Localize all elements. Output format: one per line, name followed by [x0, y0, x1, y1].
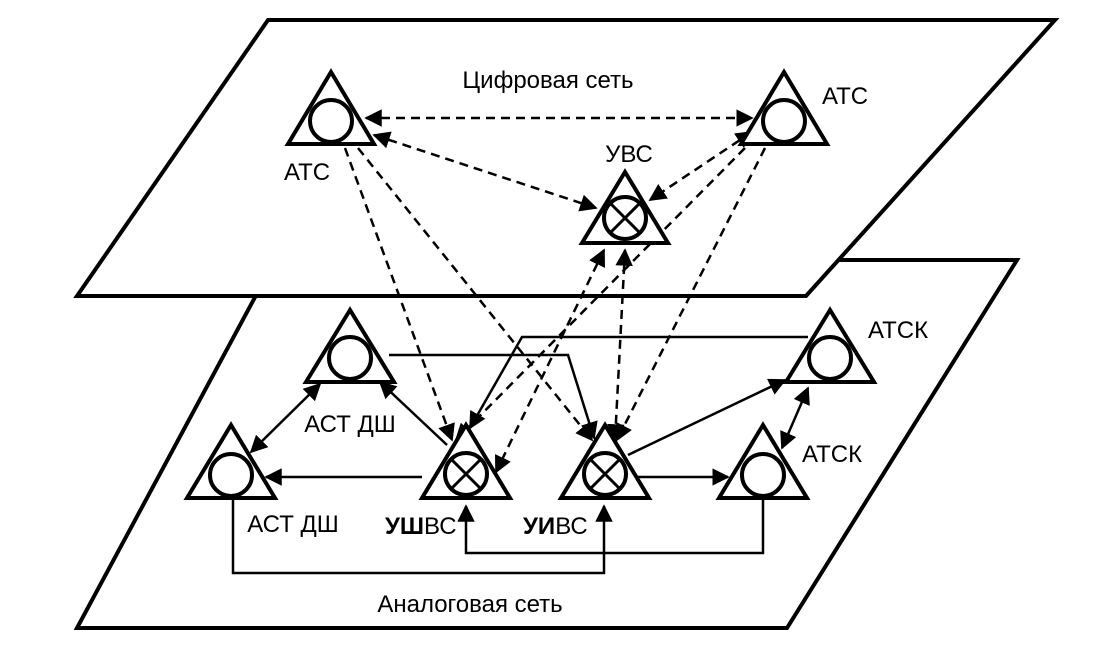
circle-icon — [308, 98, 354, 144]
circle-icon — [740, 452, 786, 498]
dash-uvs-uivs-left — [494, 248, 606, 474]
node-uvs-digital: УВС — [578, 141, 672, 245]
dash-ats-left-uivs-right — [357, 147, 594, 442]
node-label-ats-right: АТС — [822, 83, 868, 110]
node-label-atsk-lower: АТСК — [802, 441, 862, 468]
cross-icon — [588, 457, 622, 491]
node-label-uivs-left-suffix: ВС — [424, 513, 457, 540]
link-astdsh-upper-lower — [249, 382, 322, 454]
node-label-uivs-right-suffix: ВС — [555, 513, 588, 540]
cross-icon — [449, 457, 483, 491]
node-label-astdsh-upper: АСТ ДШ — [304, 411, 396, 438]
circle-icon — [327, 335, 373, 381]
dash-ats-left-uvs — [372, 131, 598, 212]
link-astdsh-lower-uivs-right-bottom — [231, 497, 613, 575]
node-ats-left: АТС — [284, 68, 378, 186]
link-atsk-upper-lower — [780, 386, 810, 450]
cross-icon — [608, 201, 642, 235]
node-uivs-left: УШВС — [385, 421, 514, 540]
node-astdsh-upper: АСТ ДШ — [302, 306, 398, 438]
node-label-uivs-right: УИВС — [523, 513, 588, 540]
dash-ats-right-uvs — [648, 130, 754, 202]
analog-network-label: Аналоговая сеть — [377, 591, 562, 618]
dash-uvs-uivs-right — [607, 248, 633, 442]
node-label-uivs-left-prefix: УШ — [385, 513, 424, 540]
link-atsk-lower-uivs-left-bottom — [457, 500, 765, 555]
node-label-astdsh-lower: АСТ ДШ — [247, 511, 339, 538]
circle-icon — [208, 452, 254, 498]
node-ats-right: АТС — [737, 68, 868, 146]
node-label-ats-left: АТС — [284, 159, 330, 186]
node-atsk-lower: АТСК — [715, 421, 862, 500]
dash-ats-right-uivs-left — [454, 147, 746, 442]
circle-icon — [807, 335, 853, 381]
node-astdsh-lower: АСТ ДШ — [183, 421, 339, 538]
link-uivs-right-atsk-upper — [627, 378, 787, 457]
node-uivs-right: УИВС — [523, 421, 653, 540]
node-label-uivs-right-prefix: УИ — [523, 513, 555, 540]
circle-icon — [761, 98, 807, 144]
dash-ats-right-uivs-right — [615, 147, 767, 442]
node-atsk-upper: АТСК — [782, 306, 928, 384]
digital-network-plane — [73, 18, 1060, 298]
digital-network-label: Цифровая сеть — [462, 67, 633, 94]
node-label-atsk-upper: АТСК — [868, 317, 928, 344]
link-uivs-left-astdsh-upper — [378, 380, 448, 446]
node-label-uvs: УВС — [605, 141, 653, 168]
dashed-links — [343, 109, 767, 474]
dash-ats-left-uivs-left — [343, 147, 455, 442]
node-label-uivs-left: УШВС — [385, 513, 457, 540]
